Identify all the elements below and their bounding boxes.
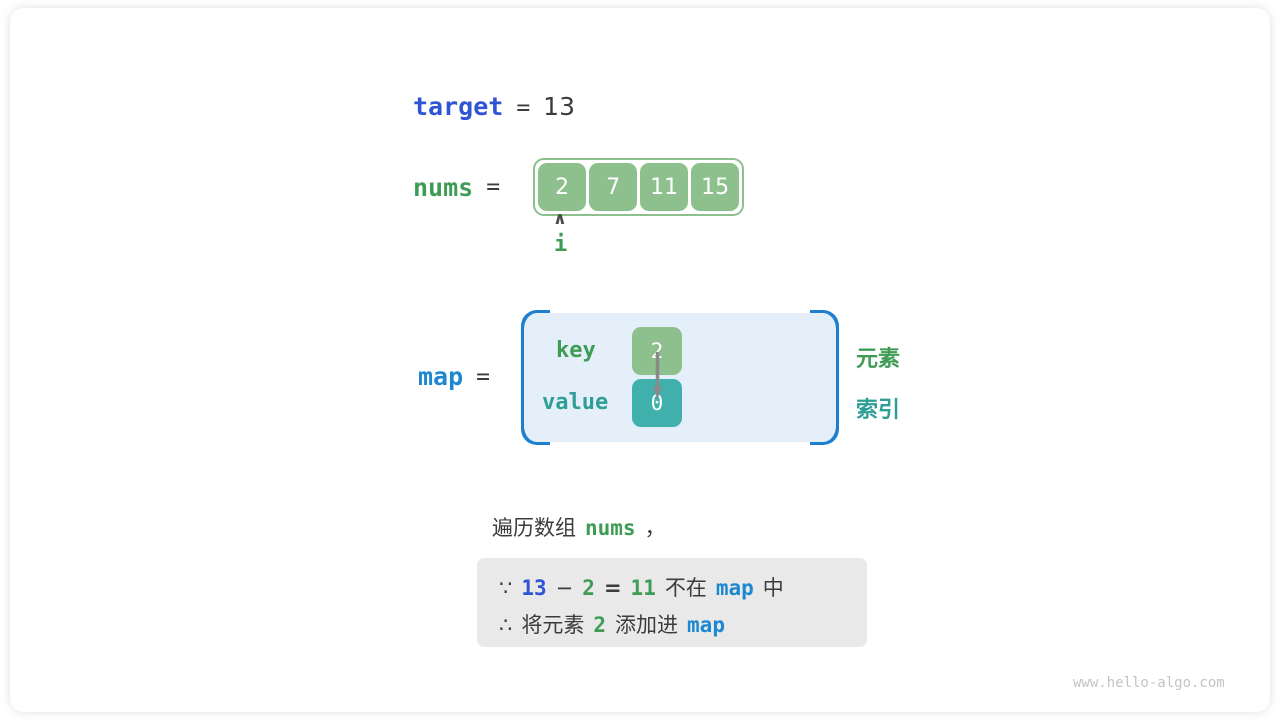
map-brace-top-right [810,310,839,339]
watermark: www.hello-algo.com [1073,675,1225,691]
conclusion-box: ∵ 13−2 = 11 不在 map 中 ∴ 将元素 2 添加进 map [477,558,867,647]
nums-row: nums = 2 7 11 15 [413,158,745,216]
key-to-value-arrow-icon [653,352,662,399]
map-equals-sign: = [476,363,491,390]
nums-array-container: 2 7 11 15 [533,158,745,216]
caption-suffix: ， [644,516,666,540]
conclusion-map-ref-2: map [687,613,725,637]
map-value-cell: 0 [632,379,682,427]
index-pointer-label: i [554,232,568,257]
conclusion-line-2: ∴ 将元素 2 添加进 map [499,609,725,639]
map-element-annotation: 元素 [856,347,901,372]
caption-text: 遍历数组 nums ， [492,512,666,542]
conclusion-current-value: 2 [582,576,595,600]
array-cell: 11 [640,163,689,211]
target-value: 13 [543,92,575,121]
conclusion-line-1: ∵ 13−2 = 11 不在 map 中 [499,572,784,602]
map-variable-name: map [418,362,464,391]
caption-prefix: 遍历数组 [492,516,576,540]
conclusion-map-ref: map [715,576,754,600]
conclusion-target-value: 13 [521,576,547,600]
map-brace-bottom-right [810,416,839,445]
equals-sign: = [603,576,622,600]
map-value-label: value [542,390,609,415]
map-key-label: key [556,338,596,363]
target-equals-sign: = [516,95,531,121]
array-cell: 15 [691,163,740,211]
caption-code: nums [585,516,636,540]
conclusion-in-suffix: 中 [762,576,784,600]
array-cell: 7 [589,163,638,211]
map-row: map = [418,362,490,391]
because-symbol-icon: ∵ [499,576,513,600]
index-pointer-caret-icon: ∧ [553,209,567,229]
map-index-annotation: 索引 [856,398,901,423]
therefore-symbol-icon: ∴ [499,613,513,637]
target-row: target = 13 [413,92,575,121]
conclusion-not-in-text: 不在 [664,576,707,600]
minus-sign: − [555,576,574,600]
conclusion-add-mid: 添加进 [615,613,679,637]
conclusion-add-prefix: 将元素 [521,613,585,637]
array-cell: 2 [538,163,587,211]
nums-variable-name: nums [413,172,474,202]
nums-equals-sign: = [486,174,501,200]
conclusion-complement-value: 11 [630,576,656,600]
conclusion-added-value: 2 [593,613,607,637]
target-variable-name: target [413,92,504,121]
